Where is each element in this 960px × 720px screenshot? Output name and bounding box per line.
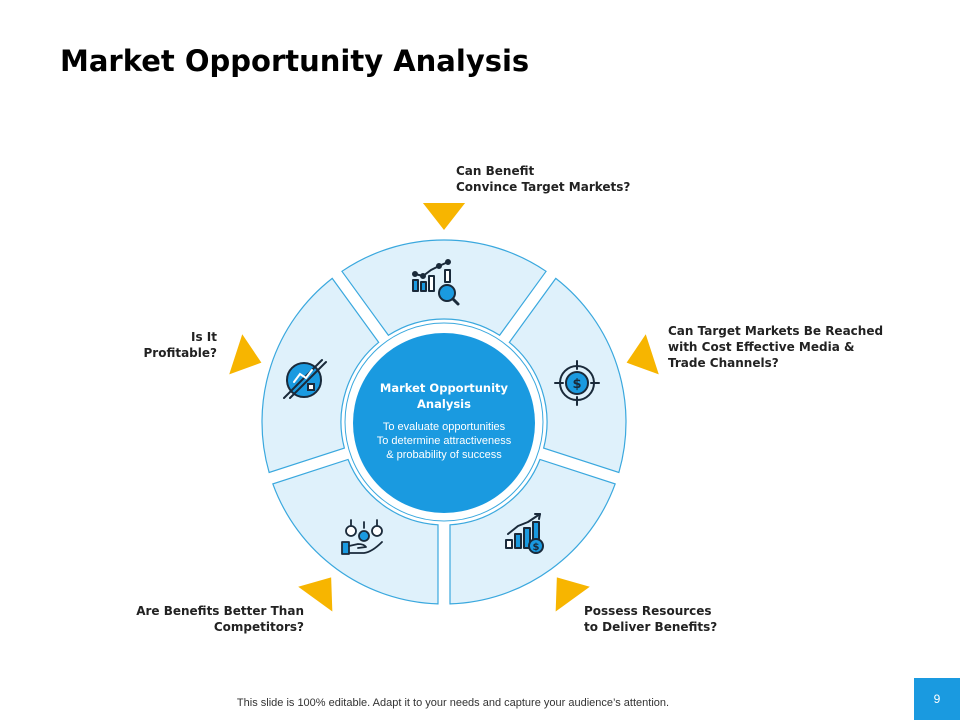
footer-note: This slide is 100% editable. Adapt it to…	[236, 697, 670, 709]
svg-text:$: $	[533, 542, 540, 553]
page-number: 9	[914, 678, 960, 720]
hand-coins-icon	[341, 519, 383, 555]
center-title: Market Opportunity Analysis	[379, 381, 509, 411]
chart-magnifier-icon	[412, 259, 460, 306]
center-circle: Market Opportunity Analysis To evaluate …	[353, 333, 535, 513]
segment-label-bottom-left: Are Benefits Better Than Competitors?	[136, 604, 304, 634]
pointer-arrow-bottom-left	[298, 577, 333, 612]
center-line: To determine attractiveness	[376, 435, 512, 447]
target-dollar-icon: $	[554, 360, 600, 406]
pointer-arrow-top	[422, 203, 466, 230]
segment-label-bottom-right: Possess Resources to Deliver Benefits?	[584, 604, 718, 634]
ring-segment-right	[508, 277, 627, 474]
segment-label-left: Is It Profitable?	[143, 330, 218, 360]
pointer-arrow-bottom-right	[555, 577, 590, 612]
svg-text:$: $	[572, 377, 581, 392]
pointer-arrow-left	[229, 334, 262, 375]
growth-chart-icon: $	[505, 513, 544, 554]
center-line: & probability of success	[386, 449, 502, 461]
slide-title: Market Opportunity Analysis	[60, 44, 530, 78]
center-description: To evaluate opportunities To determine a…	[377, 420, 512, 462]
pointer-arrow-right	[626, 334, 659, 375]
segment-label-top: Can Benefit Convince Target Markets?	[456, 164, 631, 194]
no-profit-icon	[283, 359, 327, 399]
segment-label-right: Can Target Markets Be Reached with Cost …	[668, 324, 884, 370]
center-line: To evaluate opportunities	[382, 421, 506, 433]
